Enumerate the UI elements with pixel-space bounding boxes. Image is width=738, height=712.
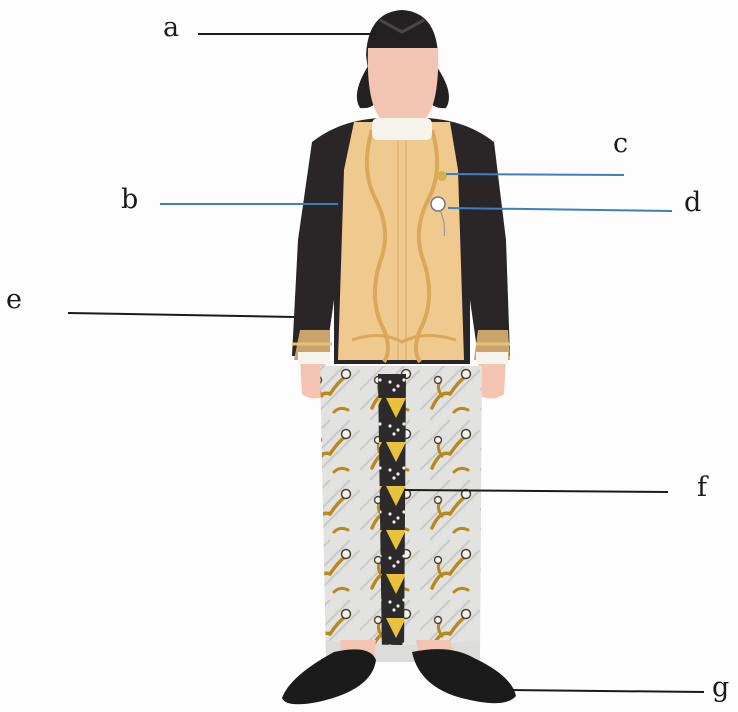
label-a: a xyxy=(163,14,179,41)
label-line-c xyxy=(446,174,624,175)
label-g: g xyxy=(712,674,729,701)
batik-cloth xyxy=(320,366,482,662)
label-c: c xyxy=(613,130,628,157)
label-line-e xyxy=(68,313,294,317)
label-d: d xyxy=(684,189,701,216)
label-f: f xyxy=(697,474,707,501)
shirt-front xyxy=(338,118,464,362)
label-b: b xyxy=(121,186,138,213)
label-line-g xyxy=(504,690,704,692)
label-e: e xyxy=(6,286,22,313)
